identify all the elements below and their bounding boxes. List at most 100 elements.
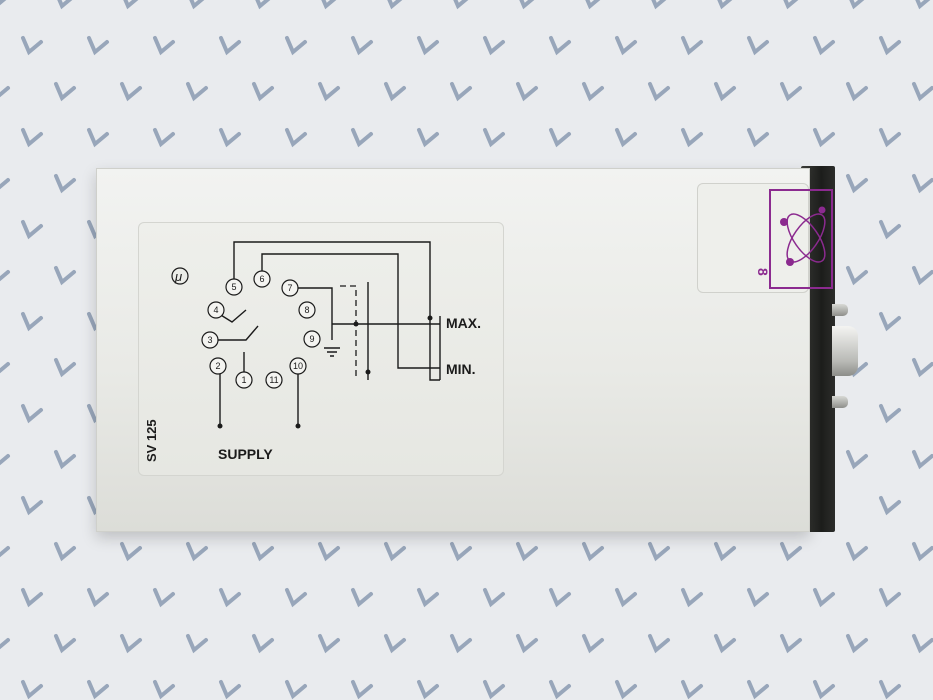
fabric-chevron-mark <box>54 450 76 470</box>
terminal-4 <box>207 301 225 319</box>
terminal-7-label: 7 <box>287 283 292 293</box>
fabric-chevron-mark <box>54 82 76 102</box>
logo-number: 8 <box>755 268 771 276</box>
fabric-chevron-mark <box>21 128 43 148</box>
fabric-chevron-mark <box>351 680 373 700</box>
fabric-chevron-mark <box>615 36 637 56</box>
fabric-chevron-mark <box>186 82 208 102</box>
fabric-chevron-mark <box>450 634 472 654</box>
fabric-chevron-mark <box>189 0 205 10</box>
fabric-chevron-mark <box>0 546 10 558</box>
micro-logo-symbol: μ <box>174 269 182 284</box>
fabric-chevron-mark <box>780 634 802 654</box>
terminal-3-label: 3 <box>207 335 212 345</box>
socket-pin <box>832 304 848 316</box>
fabric-chevron-mark <box>120 542 142 562</box>
fabric-chevron-mark <box>648 542 670 562</box>
fabric-chevron-mark <box>0 454 10 466</box>
fabric-chevron-mark <box>285 588 307 608</box>
fabric-chevron-mark <box>483 680 505 700</box>
fabric-chevron-mark <box>648 634 670 654</box>
fabric-chevron-mark <box>54 358 76 378</box>
fabric-chevron-mark <box>318 82 340 102</box>
fabric-chevron-mark <box>879 312 901 332</box>
fabric-chevron-mark <box>351 588 373 608</box>
fabric-chevron-mark <box>87 680 109 700</box>
supply-dot <box>217 423 223 429</box>
fabric-chevron-mark <box>450 82 472 102</box>
fabric-chevron-mark <box>0 270 10 282</box>
atom-logo-icon <box>769 189 833 289</box>
fabric-chevron-mark <box>0 86 10 98</box>
fabric-chevron-mark <box>219 128 241 148</box>
fabric-chevron-mark <box>483 128 505 148</box>
fabric-chevron-mark <box>582 542 604 562</box>
fabric-chevron-mark <box>912 634 933 654</box>
wiring-label-panel <box>138 222 504 476</box>
fabric-chevron-mark <box>417 680 439 700</box>
fabric-chevron-mark <box>714 634 736 654</box>
fabric-chevron-mark <box>879 496 901 516</box>
fabric-chevron-mark <box>747 680 769 700</box>
fabric-chevron-mark <box>846 542 868 562</box>
dashed-link <box>340 285 357 376</box>
terminal-1-label: 1 <box>241 375 246 385</box>
fabric-chevron-mark <box>87 128 109 148</box>
fabric-chevron-mark <box>21 680 43 700</box>
fabric-chevron-mark <box>714 82 736 102</box>
fabric-chevron-mark <box>87 588 109 608</box>
socket-knob <box>832 326 858 376</box>
fabric-chevron-mark <box>285 128 307 148</box>
terminal-8 <box>298 301 316 319</box>
fabric-chevron-mark <box>681 588 703 608</box>
fabric-chevron-mark <box>915 0 931 10</box>
terminal-6 <box>253 270 271 288</box>
terminal-5 <box>225 278 243 296</box>
fabric-chevron-mark <box>549 588 571 608</box>
fabric-chevron-mark <box>153 588 175 608</box>
socket-pin <box>832 396 848 408</box>
fabric-chevron-mark <box>846 450 868 470</box>
fabric-chevron-mark <box>252 634 274 654</box>
terminal-7 <box>281 279 299 297</box>
fabric-chevron-mark <box>21 220 43 240</box>
fabric-chevron-mark <box>21 36 43 56</box>
fabric-chevron-mark <box>912 82 933 102</box>
terminal-11 <box>265 371 283 389</box>
fabric-chevron-mark <box>387 0 403 10</box>
fabric-chevron-mark <box>648 82 670 102</box>
fabric-chevron-mark <box>516 82 538 102</box>
fabric-chevron-mark <box>417 128 439 148</box>
fabric-chevron-mark <box>615 680 637 700</box>
manufacturer-logo-panel <box>697 183 809 293</box>
fabric-chevron-mark <box>879 220 901 240</box>
fabric-chevron-mark <box>879 680 901 700</box>
fabric-chevron-mark <box>783 0 799 10</box>
fabric-chevron-mark <box>780 542 802 562</box>
fabric-chevron-mark <box>879 404 901 424</box>
fabric-chevron-mark <box>681 128 703 148</box>
terminal-1 <box>235 371 253 389</box>
fabric-chevron-mark <box>879 36 901 56</box>
fabric-chevron-mark <box>120 82 142 102</box>
junction-dot <box>353 321 359 327</box>
fabric-chevron-mark <box>912 266 933 286</box>
fabric-chevron-mark <box>384 634 406 654</box>
fabric-chevron-mark <box>318 634 340 654</box>
min-label: MIN. <box>446 361 476 377</box>
fabric-chevron-mark <box>483 588 505 608</box>
fabric-chevron-mark <box>519 0 535 10</box>
fabric-chevron-mark <box>849 0 865 10</box>
fabric-chevron-mark <box>0 638 10 650</box>
terminal-2-label: 2 <box>215 361 220 371</box>
fabric-chevron-mark <box>318 542 340 562</box>
fabric-chevron-mark <box>0 362 10 374</box>
supply-dot <box>295 423 301 429</box>
fabric-chevron-mark <box>747 128 769 148</box>
fabric-chevron-mark <box>615 588 637 608</box>
fabric-chevron-mark <box>846 82 868 102</box>
fabric-chevron-mark <box>21 588 43 608</box>
fabric-chevron-mark <box>57 0 73 10</box>
fabric-chevron-mark <box>153 680 175 700</box>
